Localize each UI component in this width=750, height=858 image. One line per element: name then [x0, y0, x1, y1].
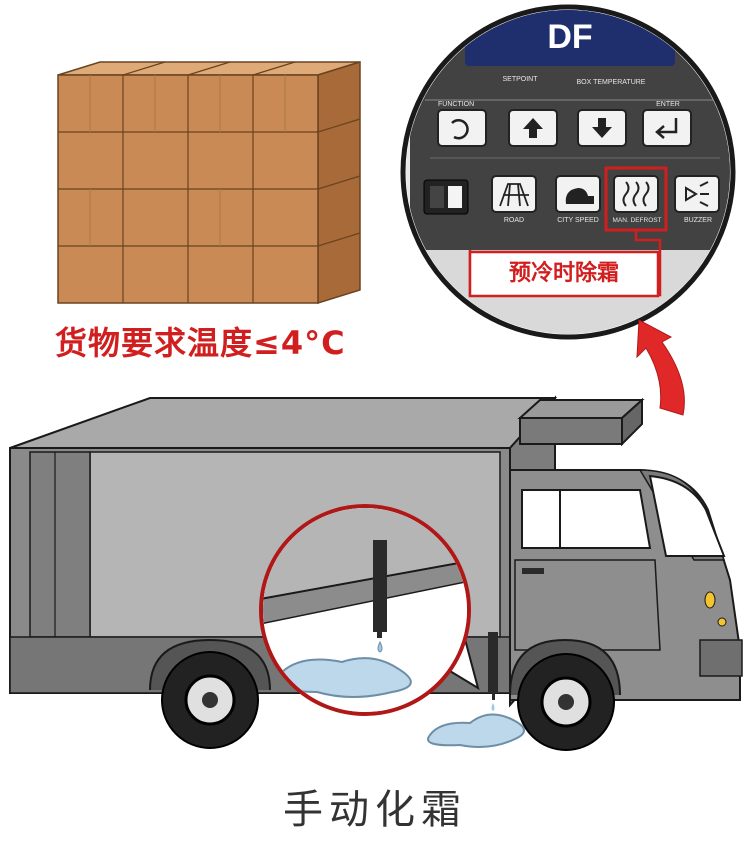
caption: 手动化霜 [283, 787, 467, 833]
function-key[interactable] [437, 109, 487, 147]
display-screen [465, 10, 675, 66]
down-arrow-icon [592, 118, 612, 138]
up-arrow-icon [523, 118, 543, 138]
cargo-box-stack [57, 60, 361, 305]
drain-puddle [277, 657, 412, 698]
rear-wheel [161, 651, 259, 749]
enter-key[interactable] [642, 109, 692, 147]
drain-magnifier [259, 504, 480, 716]
control-panel-magnifier [400, 4, 736, 340]
red-curved-arrow [636, 319, 685, 416]
buzzer-key[interactable] [674, 175, 720, 213]
truck [9, 395, 743, 751]
man-defrost-key[interactable] [613, 175, 659, 213]
road-key[interactable] [491, 175, 537, 213]
defrost-icon [622, 181, 650, 207]
ground-puddle [427, 713, 525, 748]
cargo-temperature-requirement: 货物要求温度≤4°C [55, 324, 346, 362]
enter-icon [655, 118, 678, 139]
function-icon [451, 118, 469, 140]
callout-box [468, 250, 660, 298]
city-speed-key[interactable] [555, 175, 601, 213]
front-wheel [517, 653, 615, 751]
power-switch[interactable] [423, 179, 469, 215]
